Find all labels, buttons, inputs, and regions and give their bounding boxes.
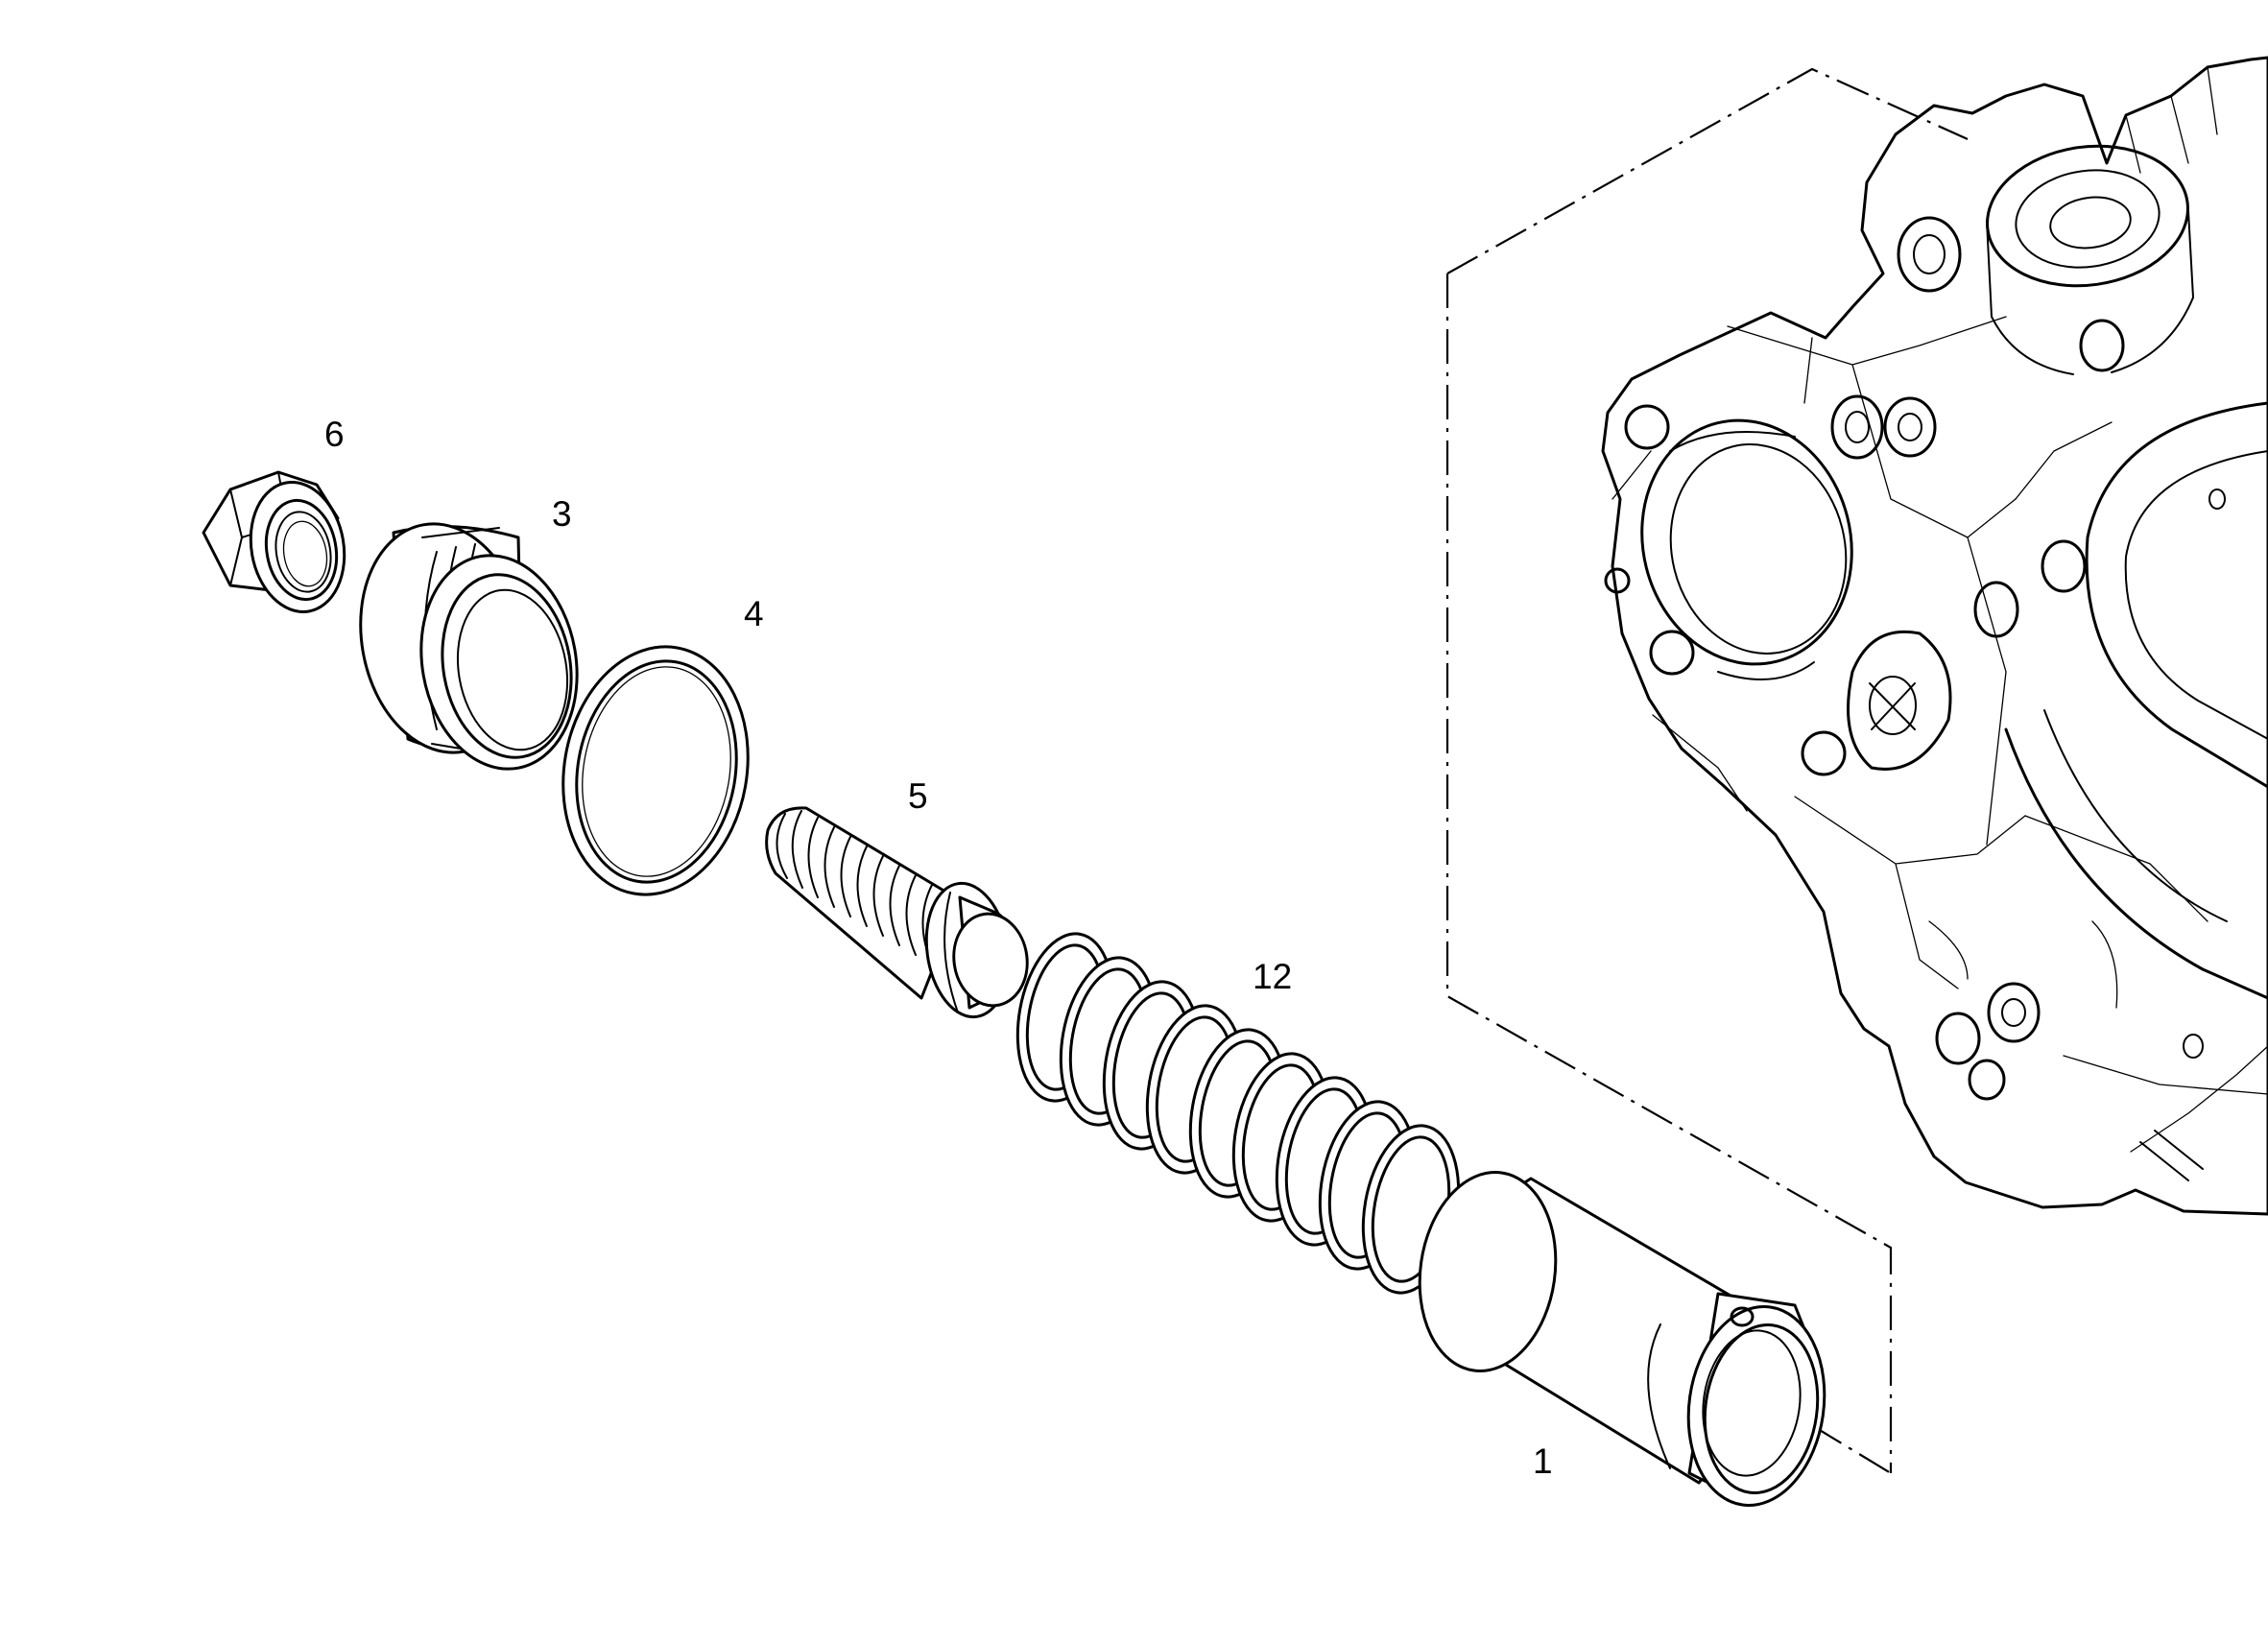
- callout-labels: 6 3 4 5 12 1: [324, 415, 1553, 1481]
- part-12-coil-spring: [1015, 932, 1461, 1295]
- part-1-piston: [1418, 1171, 1826, 1507]
- callout-1: 1: [1533, 1441, 1553, 1481]
- part-4-sealing-ring: [561, 645, 750, 896]
- part-5-threaded-valve: [765, 806, 1029, 1019]
- callout-12: 12: [1253, 957, 1292, 996]
- callout-6: 6: [324, 415, 345, 454]
- callout-5: 5: [908, 776, 928, 816]
- callout-3: 3: [552, 494, 572, 534]
- part-3-threaded-sleeve: [359, 522, 579, 771]
- callout-4: 4: [744, 594, 764, 633]
- part-6-hex-plug: [202, 470, 346, 613]
- engine-housing: [1601, 56, 2268, 1216]
